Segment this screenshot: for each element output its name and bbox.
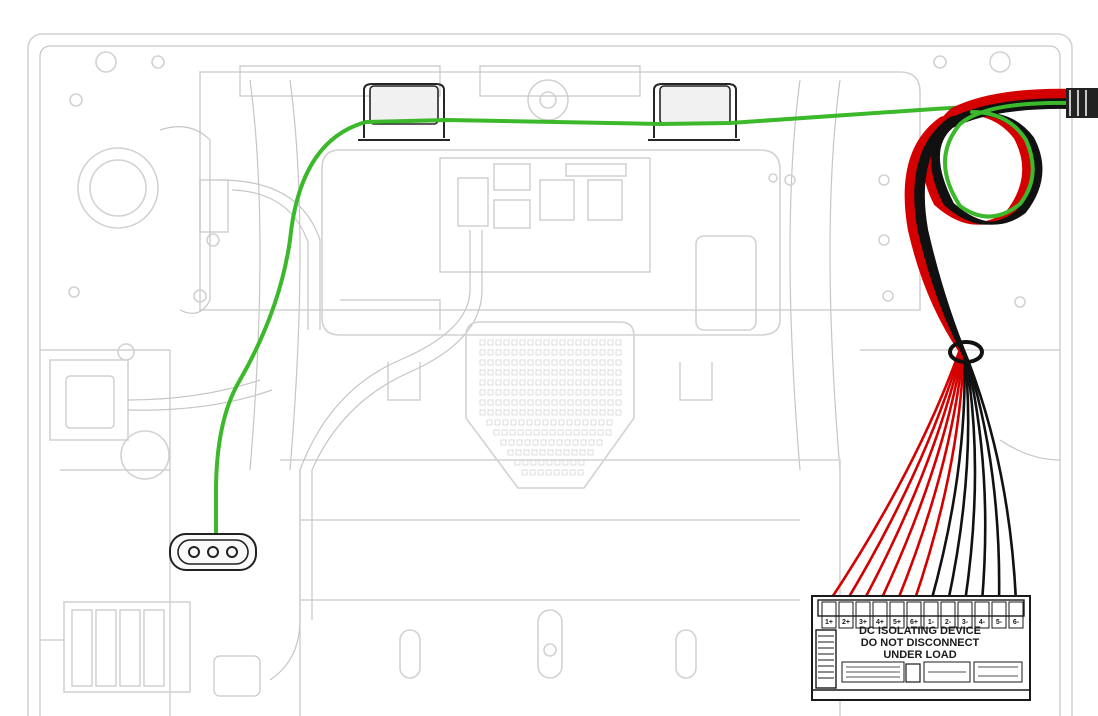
terminal-label-negative: 2- xyxy=(945,619,952,626)
isolator-warning-line-1: DC ISOLATING DEVICE xyxy=(859,625,981,637)
dc-negative-wire xyxy=(915,99,1098,604)
terminal-label-negative: 4- xyxy=(979,619,986,626)
terminal-label-negative: 6- xyxy=(1013,619,1020,626)
terminal-label-positive: 5+ xyxy=(893,619,901,626)
ground-terminal-connector xyxy=(169,533,257,571)
cable-clip-right xyxy=(648,83,740,141)
ground-wire-loop xyxy=(943,100,1098,219)
terminal-slot xyxy=(821,601,837,629)
terminal-slot xyxy=(1008,601,1024,629)
dc-positive-wire xyxy=(878,93,1098,604)
dc-negative-wire xyxy=(914,98,1098,604)
isolator-warning-line-3: UNDER LOAD xyxy=(883,649,956,661)
terminal-slot xyxy=(906,601,922,629)
terminal-slot xyxy=(889,601,905,629)
terminal-label-negative: 5- xyxy=(996,619,1003,626)
terminal-slot xyxy=(957,601,973,629)
terminal-slot xyxy=(872,601,888,629)
terminal-slot xyxy=(923,601,939,629)
terminal-label-positive: 4+ xyxy=(876,619,884,626)
left-components xyxy=(49,126,273,441)
cooling-grille xyxy=(387,321,713,489)
junction-board xyxy=(219,149,781,681)
terminal-slot xyxy=(940,601,956,629)
ac-connector-block xyxy=(40,601,261,697)
terminal-label-positive: 6+ xyxy=(910,619,918,626)
terminal-label-negative: 3- xyxy=(962,619,969,626)
terminal-label-negative: 1- xyxy=(928,619,935,626)
terminal-slot xyxy=(855,601,871,629)
dc-wire-bundle xyxy=(827,88,1098,604)
terminal-slot xyxy=(838,601,854,629)
terminal-label-positive: 1+ xyxy=(825,619,833,626)
cable-tie xyxy=(948,340,984,364)
terminal-slot xyxy=(991,601,1007,629)
cable-exit xyxy=(1066,88,1098,118)
terminal-label-positive: 2+ xyxy=(842,619,850,626)
dc-terminal-block: DC ISOLATING DEVICE DO NOT DISCONNECT UN… xyxy=(811,595,1031,701)
isolator-warning-line-2: DO NOT DISCONNECT xyxy=(861,637,980,649)
cable-clip-left xyxy=(358,83,450,141)
terminal-slot xyxy=(974,601,990,629)
terminal-label-positive: 3+ xyxy=(859,619,867,626)
